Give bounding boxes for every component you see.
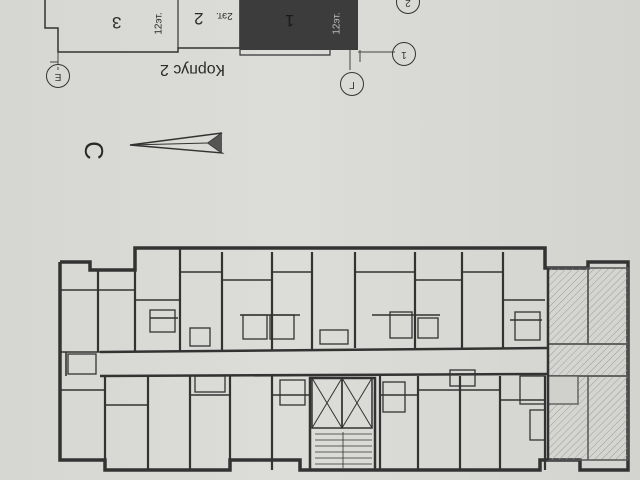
floor-plan: [58, 246, 630, 472]
section-1-highlight: [240, 0, 358, 50]
axis-1-bubble: 1: [392, 42, 416, 66]
section-1-number: 1: [285, 11, 295, 30]
highlighted-apartment: [546, 267, 629, 461]
section-1-floors: 12эт.: [331, 12, 343, 35]
axis-e-bubble: Е: [46, 64, 70, 88]
north-label: С: [78, 141, 109, 160]
north-arrow: [129, 132, 225, 154]
building-label: Корпус 2: [160, 61, 225, 78]
section-3-floors: 12эт.: [153, 12, 165, 35]
key-plan: [44, 0, 395, 70]
section-2-number: 2: [194, 9, 204, 28]
section-2-floors: 2эт.: [216, 10, 233, 21]
section-3-number: 3: [112, 13, 122, 32]
axis-g-bubble: Г: [340, 72, 364, 96]
